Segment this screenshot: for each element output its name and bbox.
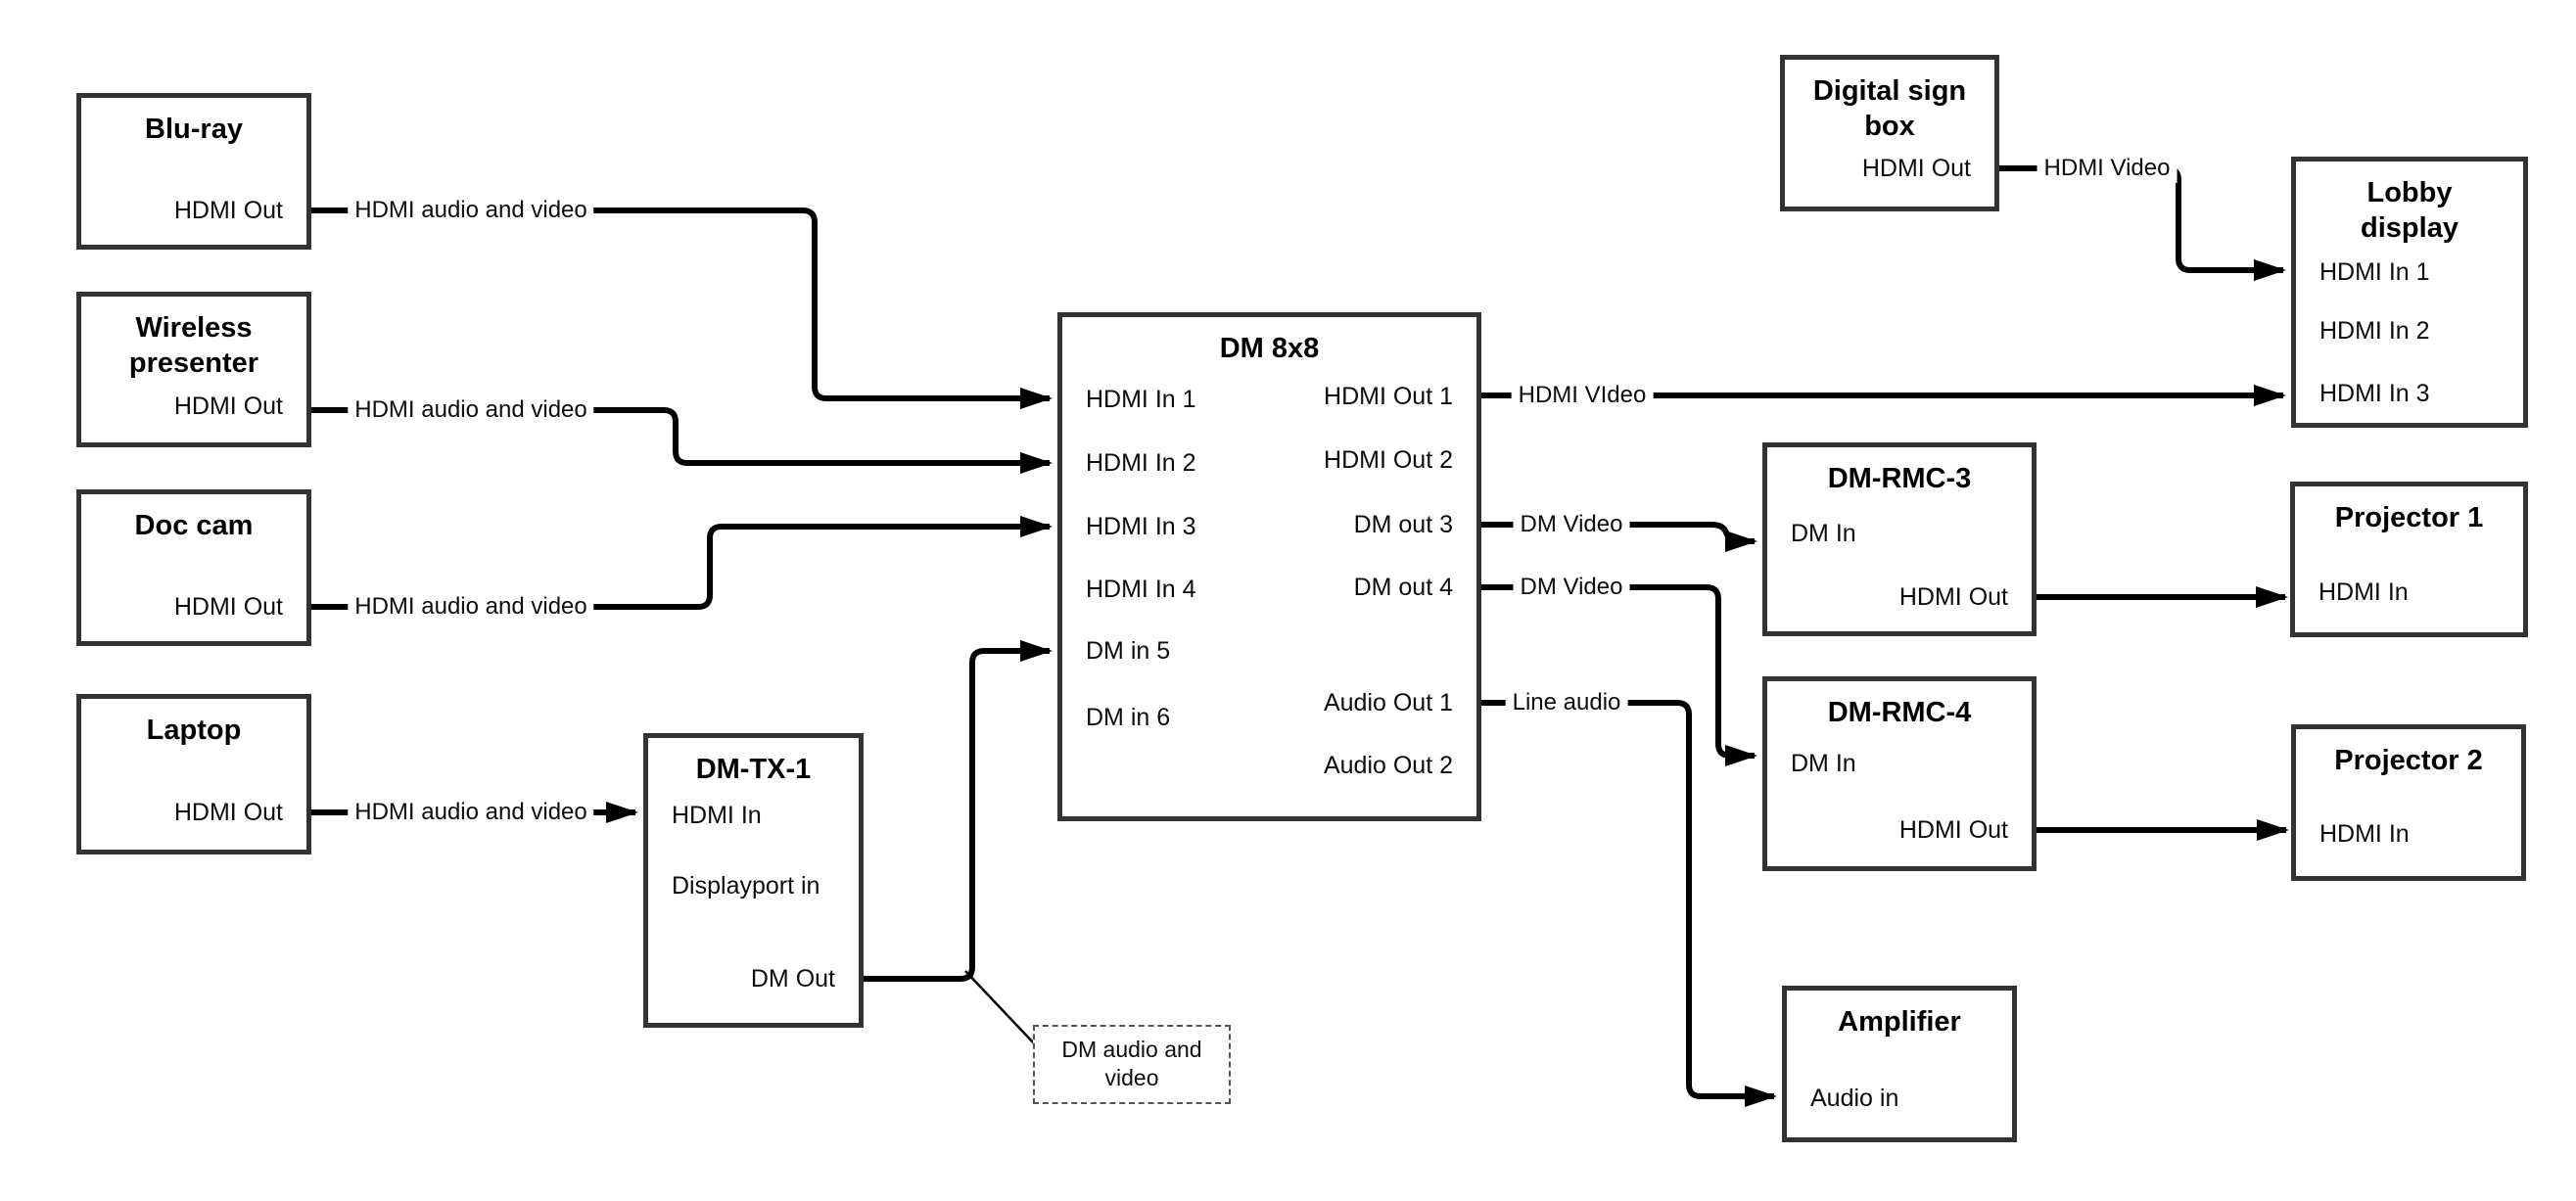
- wire-dm8x8-audio1-to-amp: [1481, 700, 1777, 1107]
- port-hdmi-in-2: HDMI In 2: [2319, 317, 2430, 345]
- wire-label-hdmi-av-doccam: HDMI audio and video: [348, 592, 594, 622]
- node-title: Doc cam: [134, 510, 254, 541]
- node-laptop: Laptop HDMI Out: [76, 694, 311, 855]
- wire-dmtx-to-dm8x8-in5: [864, 640, 1053, 982]
- port-hdmi-in-3: HDMI In 3: [1086, 513, 1196, 540]
- node-bluray: Blu-ray HDMI Out: [76, 93, 311, 250]
- port-dm-in-6: DM in 6: [1086, 704, 1171, 731]
- node-title: Projector 2: [2334, 745, 2483, 776]
- node-projector-1: Projector 1 HDMI In: [2290, 482, 2528, 637]
- port-hdmi-out: HDMI Out: [173, 393, 283, 420]
- node-dm-8x8: DM 8x8 HDMI In 1 HDMI In 2 HDMI In 3 HDM…: [1057, 312, 1481, 821]
- wire-label-hdmi-av-wireless: HDMI audio and video: [348, 395, 594, 425]
- wire-label-hdmi-av-laptop: HDMI audio and video: [348, 798, 594, 827]
- port-dm-out: DM Out: [750, 965, 835, 993]
- node-dm-rmc-4: DM-RMC-4 DM In HDMI Out: [1762, 676, 2037, 871]
- wire-label-dm-video-out3: DM Video: [1513, 510, 1630, 539]
- port-dm-in: DM In: [1791, 520, 1856, 547]
- port-dm-in-5: DM in 5: [1086, 637, 1171, 665]
- port-hdmi-out: HDMI Out: [173, 799, 283, 826]
- port-hdmi-in-1: HDMI In 1: [2319, 258, 2430, 286]
- node-amplifier: Amplifier Audio in: [1782, 986, 2017, 1142]
- node-projector-2: Projector 2 HDMI In: [2291, 724, 2526, 881]
- port-audio-in: Audio in: [1810, 1085, 1899, 1112]
- port-hdmi-in: HDMI In: [672, 802, 762, 829]
- node-lobby-display: Lobby display HDMI In 1 HDMI In 2 HDMI I…: [2291, 157, 2528, 428]
- wire-doccam-to-dm8x8-in3: [311, 516, 1053, 610]
- port-hdmi-out: HDMI Out: [173, 593, 283, 621]
- wire-label-hdmi-video-out1: HDMI VIdeo: [1511, 381, 1654, 410]
- node-title: Projector 1: [2334, 502, 2484, 533]
- wire-label-hdmi-av-bluray: HDMI audio and video: [348, 196, 594, 225]
- port-hdmi-in: HDMI In: [2319, 820, 2410, 848]
- port-hdmi-out: HDMI Out: [1898, 816, 2008, 844]
- note-dm-audio-video: DM audio and video: [1033, 1025, 1231, 1104]
- wire-dm8x8-out3-to-rmc3: [1481, 522, 1757, 552]
- node-dm-rmc-3: DM-RMC-3 DM In HDMI Out: [1762, 442, 2037, 636]
- note-callout-line: [964, 970, 1035, 1044]
- port-hdmi-out: HDMI Out: [173, 197, 283, 224]
- node-title: Wireless presenter: [128, 312, 259, 379]
- port-hdmi-in: HDMI In: [2318, 578, 2409, 606]
- node-doc-cam: Doc cam HDMI Out: [76, 489, 311, 646]
- note-line-1: DM audio and: [1061, 1037, 1202, 1062]
- wire-signbox-to-lobby-in1: [1999, 165, 2286, 281]
- node-title: Digital sign box: [1812, 75, 1967, 142]
- port-hdmi-in-3: HDMI In 3: [2319, 380, 2430, 407]
- wire-rmc3-to-proj1: [2037, 586, 2288, 608]
- port-hdmi-out: HDMI Out: [1861, 155, 1971, 182]
- port-dm-out-4: DM out 4: [1353, 574, 1453, 601]
- node-title: DM-RMC-3: [1827, 463, 1972, 494]
- port-hdmi-in-1: HDMI In 1: [1086, 386, 1196, 413]
- port-hdmi-out-2: HDMI Out 2: [1324, 446, 1453, 474]
- port-dm-in: DM In: [1791, 750, 1856, 777]
- node-wireless-presenter: Wireless presenter HDMI Out: [76, 292, 311, 447]
- port-audio-out-1: Audio Out 1: [1323, 689, 1453, 716]
- port-hdmi-out: HDMI Out: [1898, 583, 2008, 611]
- wire-dm8x8-out4-to-rmc4: [1481, 584, 1757, 766]
- wire-wireless-to-dm8x8-in2: [311, 407, 1053, 474]
- wire-label-dm-video-out4: DM Video: [1513, 573, 1630, 602]
- port-displayport-in: Displayport in: [672, 872, 820, 900]
- node-title: DM-TX-1: [695, 754, 812, 785]
- wire-label-hdmi-video-sign: HDMI Video: [2037, 154, 2178, 183]
- wire-bluray-to-dm8x8-in1: [311, 208, 1053, 409]
- port-hdmi-out-1: HDMI Out 1: [1324, 383, 1453, 410]
- port-hdmi-in-4: HDMI In 4: [1086, 576, 1196, 603]
- port-hdmi-in-2: HDMI In 2: [1086, 449, 1196, 477]
- wire-label-line-audio: Line audio: [1505, 688, 1628, 717]
- note-line-2: video: [1104, 1065, 1159, 1090]
- node-title: Laptop: [146, 715, 242, 746]
- node-title: Amplifier: [1838, 1006, 1961, 1038]
- node-digital-sign-box: Digital sign box HDMI Out: [1780, 55, 1999, 211]
- node-title: DM 8x8: [1219, 333, 1320, 364]
- node-title: Lobby display: [2361, 177, 2459, 244]
- node-title: DM-RMC-4: [1827, 697, 1972, 728]
- port-audio-out-2: Audio Out 2: [1323, 752, 1453, 779]
- node-dm-tx-1: DM-TX-1 HDMI In Displayport in DM Out: [643, 733, 864, 1028]
- port-dm-out-3: DM out 3: [1353, 511, 1453, 538]
- node-title: Blu-ray: [145, 114, 243, 145]
- wire-rmc4-to-proj2: [2037, 819, 2289, 841]
